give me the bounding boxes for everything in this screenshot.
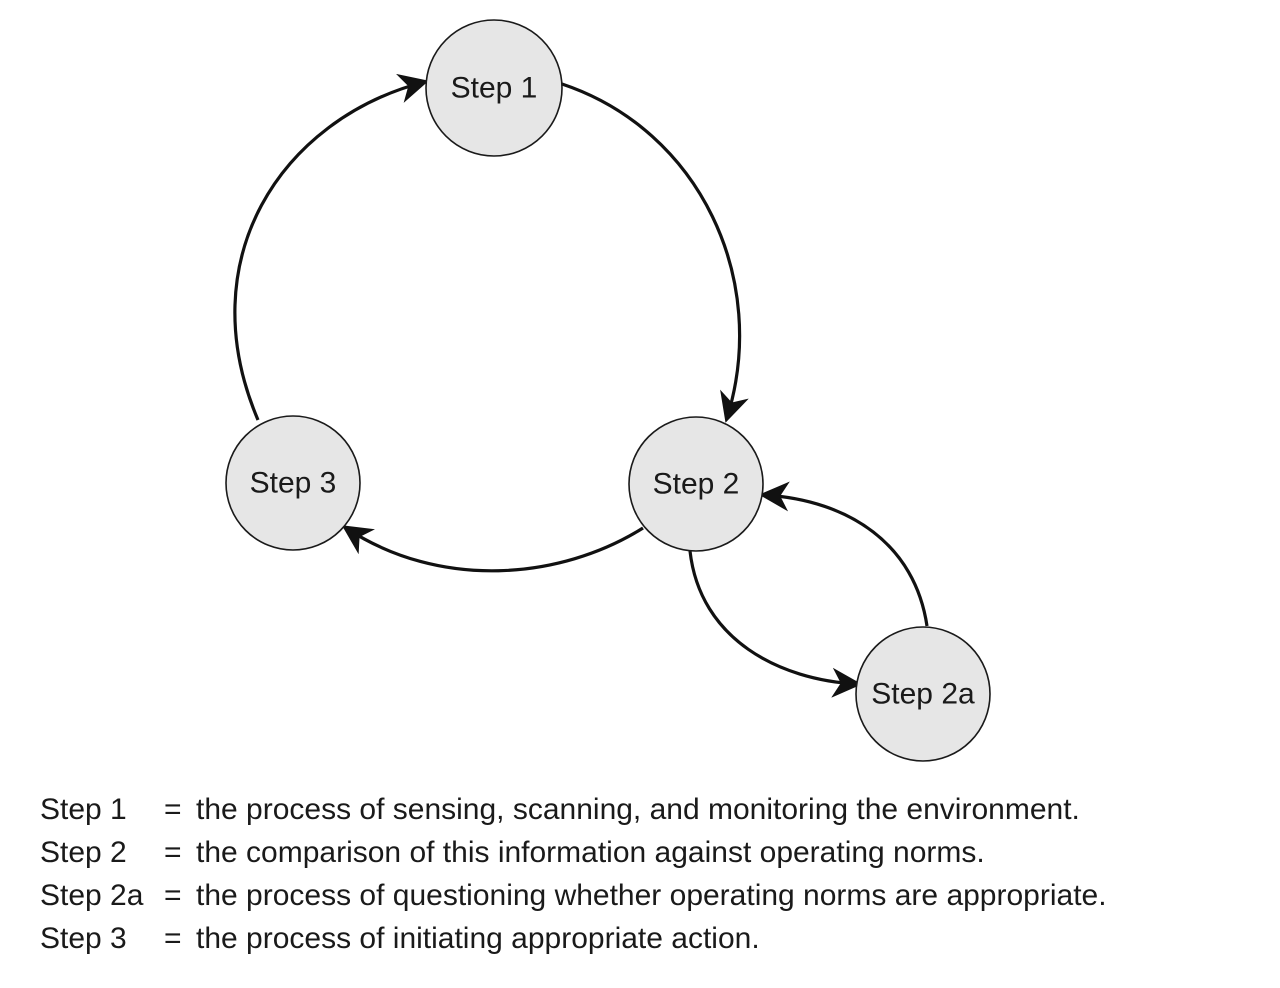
legend-row-step-1: Step 1 = the process of sensing, scannin…: [40, 788, 1260, 831]
arrow-step2a-to-step2: [759, 481, 929, 627]
node-step-2-label: Step 2: [653, 468, 740, 501]
arrow-step3-to-step1: [233, 73, 429, 421]
legend-row-step-3: Step 3 = the process of initiating appro…: [40, 917, 1260, 960]
legend-equals: =: [164, 836, 182, 869]
legend: Step 1 = the process of sensing, scannin…: [40, 788, 1260, 960]
legend-equals: =: [164, 793, 182, 826]
node-step-2a-label: Step 2a: [871, 678, 975, 711]
node-step-2a: Step 2a: [855, 626, 991, 762]
legend-equals: =: [164, 879, 182, 912]
legend-equals: =: [164, 922, 182, 955]
legend-definition: the process of initiating appropriate ac…: [196, 922, 760, 955]
node-step-2: Step 2: [628, 416, 764, 552]
node-step-3-label: Step 3: [250, 467, 337, 500]
legend-row-step-2: Step 2 = the comparison of this informat…: [40, 831, 1260, 874]
legend-definition: the comparison of this information again…: [196, 836, 985, 869]
node-step-3: Step 3: [225, 415, 361, 551]
legend-row-step-2a: Step 2a = the process of questioning whe…: [40, 874, 1260, 917]
node-step-1-label: Step 1: [451, 72, 538, 105]
legend-definition: the process of questioning whether opera…: [196, 879, 1107, 912]
arrow-step2-to-step2a: [688, 550, 862, 698]
arrow-step1-to-step2: [561, 82, 749, 423]
node-step-1: Step 1: [425, 19, 563, 157]
legend-term: Step 2: [40, 836, 127, 869]
learning-cycle-diagram: Step 1 Step 2 Step 2a Step 3: [225, 19, 991, 762]
legend-term: Step 2a: [40, 879, 144, 912]
arrow-step2-to-step3: [341, 525, 644, 573]
legend-term: Step 3: [40, 922, 127, 955]
legend-term: Step 1: [40, 793, 127, 826]
legend-definition: the process of sensing, scanning, and mo…: [196, 793, 1080, 826]
